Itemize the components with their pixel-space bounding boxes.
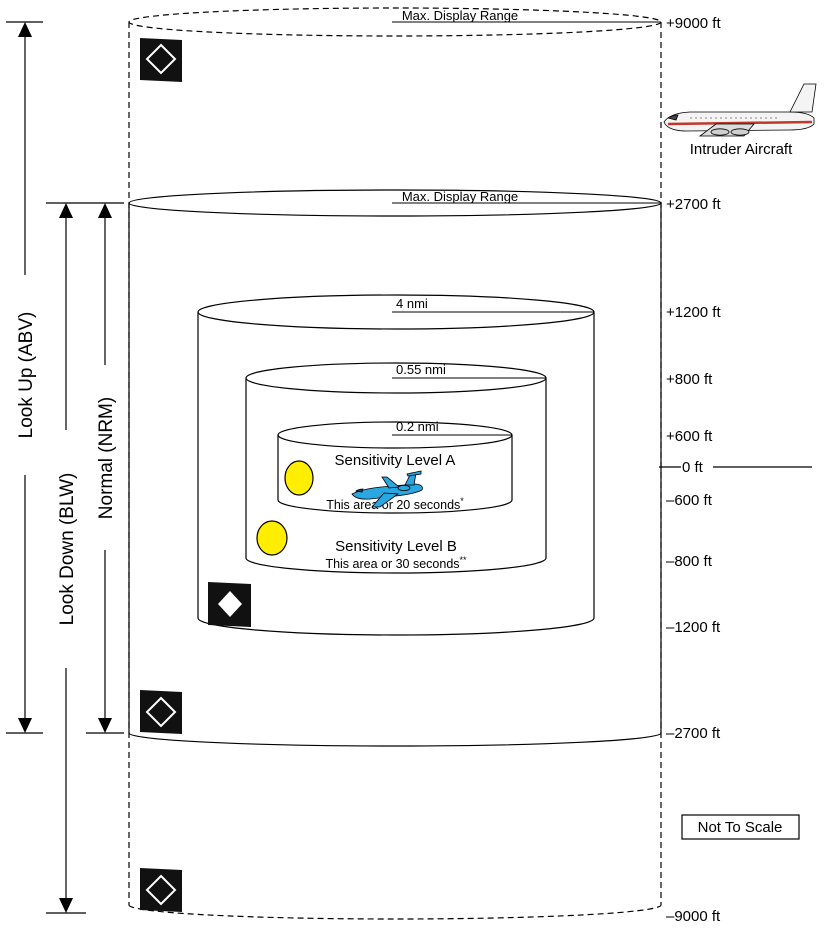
not-to-scale-note: Not To Scale xyxy=(681,814,800,840)
traffic-symbol-top xyxy=(140,38,182,82)
sensitivity-b-marker-icon xyxy=(256,520,288,556)
normal-cylinder xyxy=(128,189,662,747)
altitude-p1200: +1200 ft xyxy=(666,304,721,321)
look-down-label: Look Down (BLW) xyxy=(57,473,78,626)
altitude-m9000: –9000 ft xyxy=(666,908,721,925)
traffic-symbol-lower-normal xyxy=(140,690,182,734)
intruder-aircraft-label: Intruder Aircraft xyxy=(690,141,793,158)
look-up-label: Look Up (ABV) xyxy=(16,312,37,439)
svg-text:0.55 nmi: 0.55 nmi xyxy=(396,362,446,377)
own-aircraft-icon xyxy=(351,470,423,508)
sensitivity-a-title: Sensitivity Level A xyxy=(335,452,456,469)
look-down-arrow xyxy=(46,202,86,914)
altitude-m600: –600 ft xyxy=(666,492,713,509)
range-label-normal: Max. Display Range xyxy=(392,189,661,204)
sensitivity-a-marker-icon xyxy=(284,460,314,496)
sensitivity-a-note: This area or 20 seconds* xyxy=(326,496,464,512)
sensitivity-b-note: This area or 30 seconds** xyxy=(325,555,467,571)
normal-arrow xyxy=(86,202,124,734)
intruder-aircraft-icon xyxy=(663,83,817,137)
range-label-outer: Max. Display Range xyxy=(392,8,661,23)
altitude-p9000: +9000 ft xyxy=(666,15,721,32)
altitude-p800: +800 ft xyxy=(666,371,713,388)
svg-text:Max. Display Range: Max. Display Range xyxy=(402,8,518,23)
range-label-inner: 0.2 nmi xyxy=(392,419,512,436)
sensitivity-b-title: Sensitivity Level B xyxy=(335,538,457,555)
altitude-m2700: –2700 ft xyxy=(666,725,721,742)
normal-label: Normal (NRM) xyxy=(96,397,117,519)
svg-text:Max. Display Range: Max. Display Range xyxy=(402,189,518,204)
range-label-mid: 0.55 nmi xyxy=(392,362,546,379)
traffic-symbol-4nmi xyxy=(208,582,251,627)
altitude-labels: +9000 ft +2700 ft +1200 ft +800 ft +600 … xyxy=(666,15,721,925)
range-label-4nmi: 4 nmi xyxy=(392,296,594,313)
svg-text:0 ft: 0 ft xyxy=(682,459,704,476)
altitude-p2700: +2700 ft xyxy=(666,196,721,213)
altitude-p600: +600 ft xyxy=(666,428,713,445)
look-up-arrow xyxy=(6,21,43,734)
svg-text:Not To Scale: Not To Scale xyxy=(698,819,783,836)
altitude-m1200: –1200 ft xyxy=(666,619,721,636)
altitude-m800: –800 ft xyxy=(666,553,713,570)
zero-altitude-line: 0 ft xyxy=(659,459,812,476)
svg-text:4 nmi: 4 nmi xyxy=(396,296,428,311)
traffic-symbol-bottom xyxy=(140,868,182,912)
svg-text:0.2 nmi: 0.2 nmi xyxy=(396,419,439,434)
